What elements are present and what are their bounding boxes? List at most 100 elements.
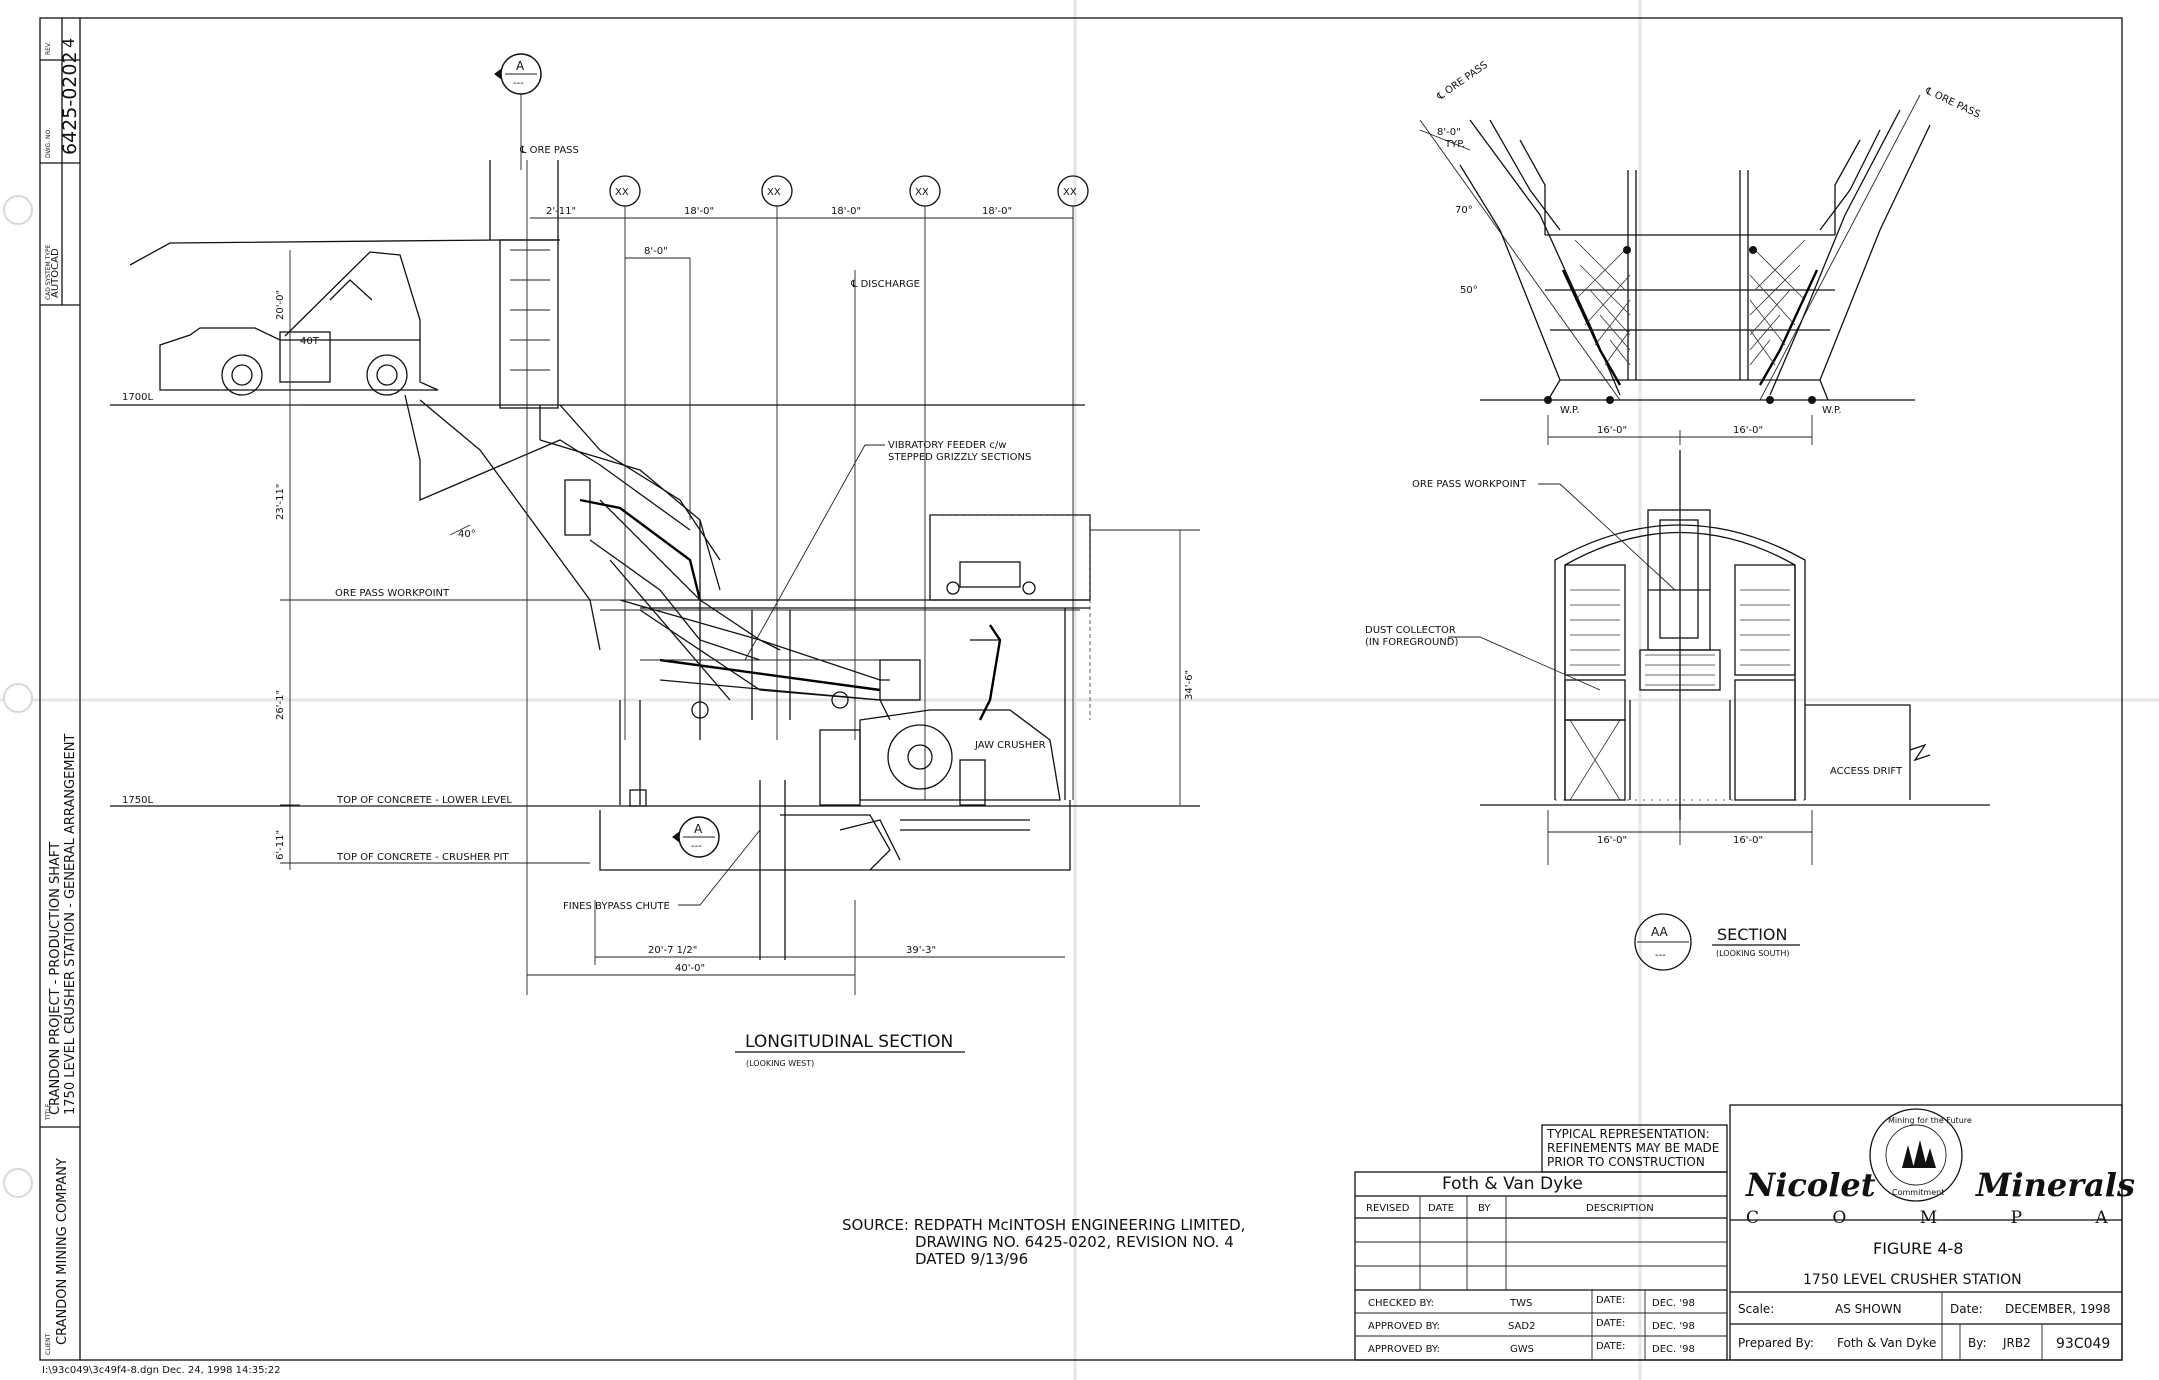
checked-by-label: CHECKED BY: [1368, 1298, 1434, 1309]
company-block: Mining for the Future Commitment Nicolet… [1729, 1104, 2159, 1361]
dim-26ft: 26'-1" [275, 690, 286, 720]
wp-right-label: W.P. [1822, 405, 1842, 416]
dim-6ft: 6'-11" [275, 830, 286, 860]
discharge-label: ℄ DISCHARGE [850, 279, 920, 290]
section-marker-a-top: A --- [494, 53, 542, 95]
col-revised: REVISED [1366, 1203, 1410, 1214]
dim-top-1: 2'-11" [546, 206, 576, 217]
checked-by-name: TWS [1509, 1298, 1532, 1309]
jaw-crusher-label: JAW CRUSHER [974, 740, 1046, 751]
dim-bottom-3: 40'-0" [675, 963, 705, 974]
typical-line3: PRIOR TO CONSTRUCTION [1547, 1155, 1705, 1169]
source-line1: SOURCE: REDPATH McINTOSH ENGINEERING LIM… [842, 1216, 1245, 1234]
project-title-line1: CRANDON PROJECT - PRODUCTION SHAFT [48, 842, 63, 1115]
feeder-label-line1: VIBRATORY FEEDER c/w [888, 440, 1006, 451]
top-concrete-lower-label: TOP OF CONCRETE - LOWER LEVEL [336, 795, 512, 806]
dim-top-3: 18'-0" [831, 206, 861, 217]
date-value: DECEMBER, 1998 [2005, 1302, 2110, 1316]
svg-text:---: --- [1655, 950, 1666, 961]
checked-date: DEC. '98 [1652, 1298, 1695, 1309]
grid-mark-1: XX [615, 187, 629, 198]
binder-hole-top [3, 195, 33, 225]
angle-40-label: 40° [458, 529, 476, 540]
dim-16ft-bottom-left: 16'-0" [1597, 835, 1627, 846]
col-by: BY [1478, 1203, 1491, 1214]
checked-date-label: DATE: [1596, 1295, 1625, 1306]
typ-label: TYP. [1444, 139, 1465, 150]
col-date: DATE [1428, 1203, 1454, 1214]
haul-truck: 40T [159, 251, 439, 396]
longitudinal-caption: LONGITUDINAL SECTION [745, 1032, 953, 1052]
rev-number: 4 [59, 38, 78, 48]
dim-20ft: 20'-0" [275, 290, 286, 320]
drawing-border [39, 17, 2123, 1361]
figure-title: 1750 LEVEL CRUSHER STATION [1803, 1272, 2022, 1288]
typical-line1: TYPICAL REPRESENTATION: [1546, 1127, 1710, 1141]
rev-label: REV. [45, 42, 52, 55]
grizzly-left [1561, 239, 1631, 404]
prepared-label: Prepared By: [1738, 1336, 1814, 1350]
dust-collector-line2: (IN FOREGROUND) [1365, 637, 1458, 648]
approved-date-2: DEC. '98 [1652, 1344, 1695, 1355]
binder-hole-bottom [3, 1168, 33, 1198]
longitudinal-section: A --- ℄ ORE PASS XX XX XX XX 2'-11" 18'-… [110, 53, 1200, 1068]
svg-text:A: A [516, 59, 525, 73]
section-marker-aa: AA --- [1634, 913, 1692, 971]
grid-bubbles: XX XX XX XX [609, 175, 1089, 207]
scale-label: Scale: [1738, 1302, 1774, 1316]
source-note: SOURCE: REDPATH McINTOSH ENGINEERING LIM… [842, 1216, 1245, 1268]
dim-top-4: 18'-0" [982, 206, 1012, 217]
ore-pass-left-label: ℄ ORE PASS [1435, 60, 1490, 103]
level-1750-label: 1750L [122, 795, 153, 806]
stairs-right [1734, 564, 1796, 801]
drawing-number: 93C049 [2056, 1336, 2110, 1352]
dim-8ft: 8'-0" [1437, 127, 1461, 138]
company-seal: Mining for the Future Commitment [1869, 1108, 1972, 1202]
client-name: CRANDON MINING COMPANY [55, 1158, 70, 1345]
jaw-crusher: JAW CRUSHER [819, 624, 1061, 806]
source-line3: DATED 9/13/96 [915, 1250, 1028, 1268]
angle-70-label: 70° [1455, 205, 1473, 216]
angle-50-label: 50° [1460, 285, 1478, 296]
section-marker-a-bottom: A --- [672, 816, 720, 858]
dim-16ft-top-right: 16'-0" [1733, 425, 1763, 436]
dim-top-2: 18'-0" [684, 206, 714, 217]
dust-collector-line1: DUST COLLECTOR [1365, 625, 1456, 636]
binder-hole-middle [3, 683, 33, 713]
left-title-strip: TITLE CRANDON PROJECT - PRODUCTION SHAFT… [40, 18, 81, 1360]
aa-caption-sub: (LOOKING SOUTH) [1716, 949, 1789, 958]
dim-top-8ft: 8'-0" [644, 246, 668, 257]
dim-23ft: 23'-11" [275, 484, 286, 520]
figure-number: FIGURE 4-8 [1873, 1239, 1963, 1258]
company-name-right: Minerals [1975, 1166, 2135, 1204]
feeder-label-line2: STEPPED GRIZZLY SECTIONS [888, 452, 1031, 463]
grid-mark-2: XX [767, 187, 781, 198]
cad-system: AUTOCAD [50, 248, 61, 298]
svg-text:---: --- [691, 841, 702, 852]
dim-16ft-bottom-right: 16'-0" [1733, 835, 1763, 846]
dim-bottom-1: 20'-7 1/2" [648, 945, 697, 956]
typical-note: TYPICAL REPRESENTATION: REFINEMENTS MAY … [1541, 1124, 1728, 1173]
approved-by-label-2: APPROVED BY: [1368, 1344, 1440, 1355]
client-label: CLIENT [45, 1333, 52, 1355]
aa-caption: SECTION [1717, 925, 1788, 944]
source-line2: DRAWING NO. 6425-0202, REVISION NO. 4 [915, 1233, 1234, 1251]
seal-top-text: Mining for the Future [1888, 1116, 1972, 1125]
project-title-line2: 1750 LEVEL CRUSHER STATION - GENERAL ARR… [63, 734, 78, 1115]
approved-date-1: DEC. '98 [1652, 1321, 1695, 1332]
ore-pass-workpoint-label: ORE PASS WORKPOINT [335, 588, 450, 599]
access-drift-label: ACCESS DRIFT [1830, 766, 1903, 777]
wp-left-label: W.P. [1560, 405, 1580, 416]
typical-line2: REFINEMENTS MAY BE MADE [1547, 1141, 1719, 1155]
longitudinal-caption-sub: (LOOKING WEST) [746, 1059, 814, 1068]
ore-pass-right-label: ℄ ORE PASS [1923, 85, 1982, 120]
top-concrete-pit-label: TOP OF CONCRETE - CRUSHER PIT [336, 852, 510, 863]
ore-pass-cl-label: ℄ ORE PASS [519, 145, 579, 156]
by-label: By: [1968, 1336, 1987, 1350]
svg-text:AA: AA [1651, 925, 1669, 939]
seal-bottom-text: Commitment [1892, 1188, 1944, 1197]
by-value: JRB2 [2002, 1336, 2031, 1350]
cad-label: CAD SYSTEM TYPE [45, 244, 52, 300]
svg-text:---: --- [513, 78, 524, 89]
